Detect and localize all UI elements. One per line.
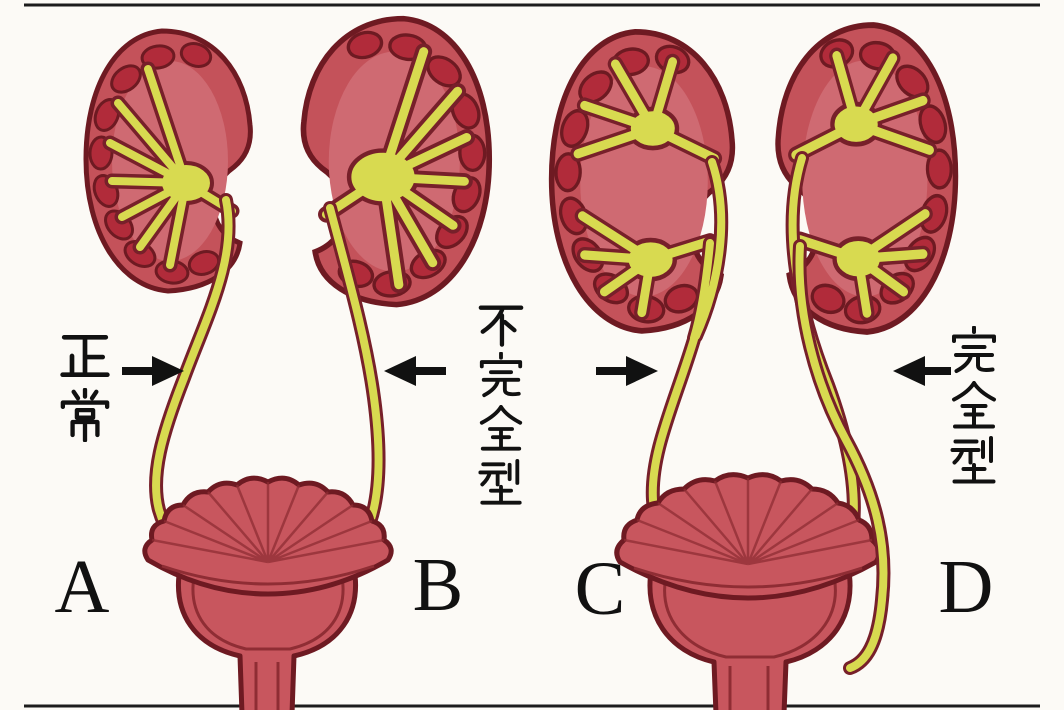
arrow-complete-left (893, 356, 951, 386)
label-normal (63, 337, 108, 440)
panel-letter-b: B (413, 543, 464, 627)
kidney-d-duplex (778, 25, 956, 332)
panel-letter-c: C (575, 547, 626, 631)
kidney-b-incomplete (303, 19, 489, 305)
label-incomplete-type (478, 308, 521, 505)
panel-letter-d: D (939, 545, 994, 629)
arrow-incomplete-right (596, 356, 658, 386)
label-complete-type (950, 326, 996, 484)
kidney-c-duplex (552, 32, 733, 331)
arrow-incomplete-left (384, 356, 446, 386)
bladder-right (614, 472, 882, 710)
arrow-normal-right (122, 356, 184, 386)
bladder-left (142, 475, 394, 710)
kidney-a-normal (86, 31, 250, 291)
panel-letter-a: A (55, 545, 110, 629)
